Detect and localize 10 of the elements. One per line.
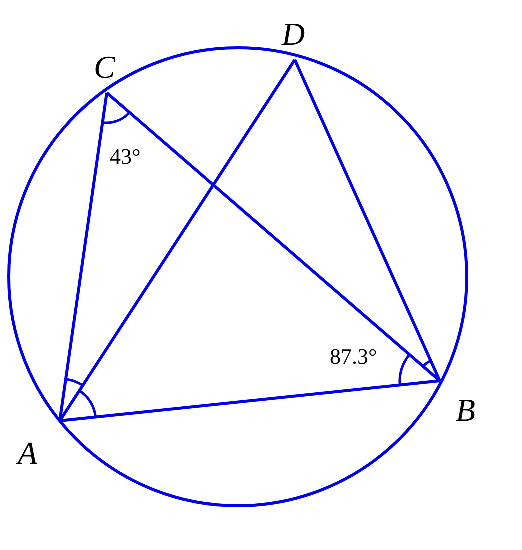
point-label: B	[456, 394, 476, 426]
angle-label: 87.3°	[330, 346, 378, 368]
line-segment	[58, 59, 296, 422]
angle-label: 43°	[110, 146, 141, 168]
point-label: D	[282, 18, 306, 50]
line-segment	[58, 92, 108, 422]
point-label: A	[18, 437, 38, 469]
line-segment	[294, 59, 442, 382]
point-label: C	[94, 51, 116, 83]
line-segment	[60, 380, 440, 422]
